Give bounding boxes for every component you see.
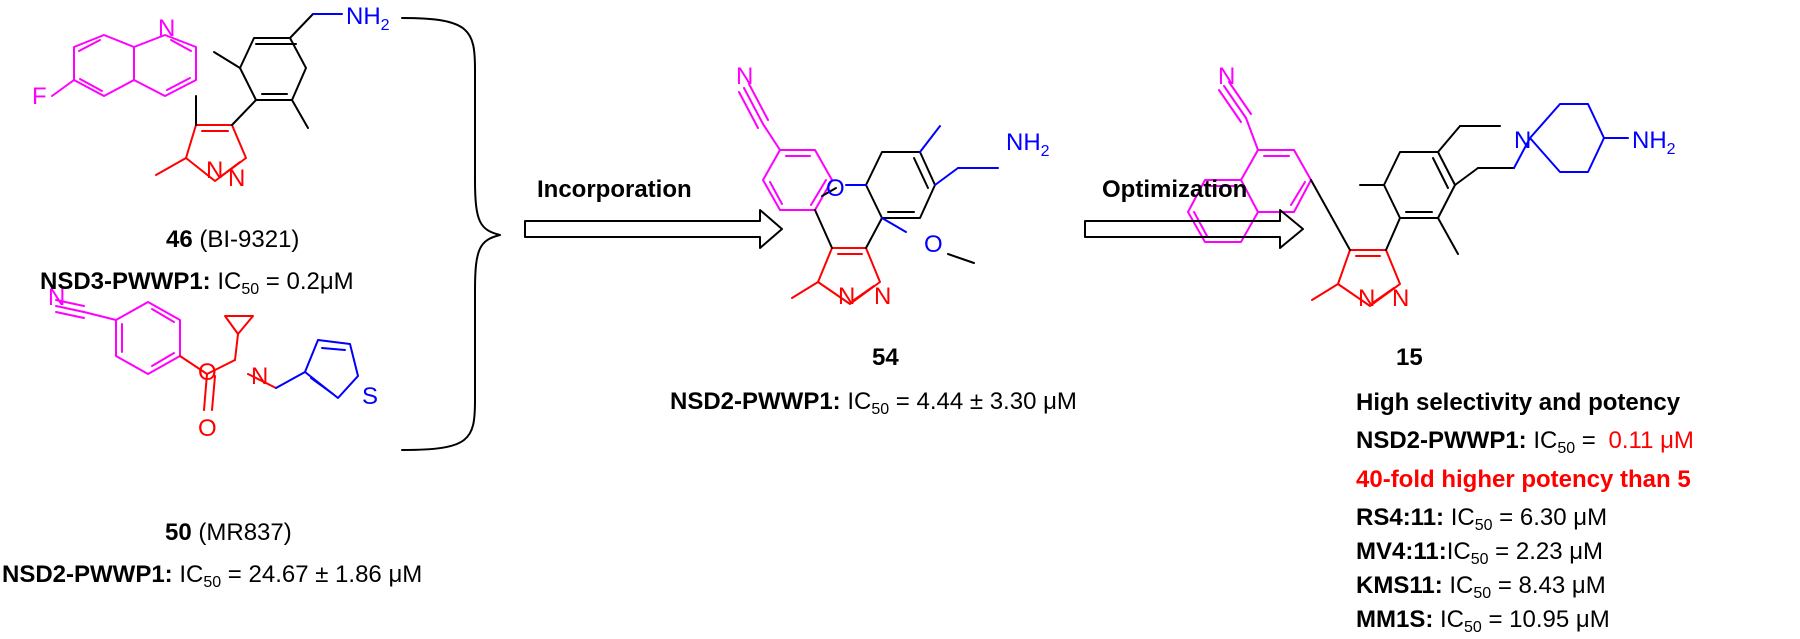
atom-label: S <box>362 383 378 410</box>
compound-54-assay: NSD2-PWWP1: IC50 = 4.44 ± 3.30 μM <box>670 388 1077 418</box>
assay-value: 0.11 μM <box>1608 427 1694 454</box>
cell-line-row: MM1S: IC50 = 10.95 μM <box>1356 606 1610 636</box>
potency-highlight: 40-fold higher potency than 5 <box>1356 466 1691 493</box>
atom-label: N <box>48 284 65 311</box>
ic-subscript: 50 <box>1557 440 1576 457</box>
cell-line-name: MM1S: <box>1356 606 1434 633</box>
atom-label: N <box>874 283 891 310</box>
atom-label: O <box>198 415 217 442</box>
atom-label: NH2 <box>1006 129 1050 160</box>
cell-line-value: = 2.23 μM <box>1488 538 1604 565</box>
compound-alias: (MR837) <box>198 519 292 546</box>
ic-subscript: 50 <box>871 401 890 418</box>
compound-54-caption: 54 <box>872 346 899 370</box>
ic-label: IC <box>1440 606 1465 633</box>
atom-label: N <box>158 15 175 42</box>
assay-equals: = <box>1575 427 1603 454</box>
atom-label: O <box>924 231 943 258</box>
cell-line-value: = 10.95 μM <box>1481 606 1610 633</box>
atom-label: N <box>1514 127 1531 154</box>
ic-subscript: 50 <box>203 574 222 591</box>
compound-46-caption: 46 (BI-9321) <box>166 228 299 252</box>
ic-subscript: 50 <box>1470 551 1489 568</box>
compound-number: 15 <box>1396 344 1423 371</box>
grouping-brace <box>401 17 501 451</box>
ic-label: IC <box>217 268 242 295</box>
compound-15-structure <box>1187 81 1629 307</box>
compound-54-structure <box>738 83 999 305</box>
cell-line-value: = 8.43 μM <box>1491 572 1606 599</box>
atom-label: N <box>1358 285 1375 312</box>
ic-label: IC <box>1533 427 1558 454</box>
cell-line-row: KMS11: IC50 = 8.43 μM <box>1356 572 1606 602</box>
ic-subscript: 50 <box>1473 585 1492 602</box>
assay-target: NSD2-PWWP1: <box>2 561 173 588</box>
arrow-optimization <box>1084 209 1304 249</box>
compound-15-headline: High selectivity and potency <box>1356 389 1681 416</box>
compound-46-assay: NSD3-PWWP1: IC50 = 0.2μM <box>40 268 354 298</box>
ic-label: IC <box>1446 538 1471 565</box>
ic-label: IC <box>1450 504 1475 531</box>
atom-label: NH2 <box>346 3 390 34</box>
ic-label: IC <box>179 561 204 588</box>
ic-subscript: 50 <box>241 281 260 298</box>
ic-subscript: 50 <box>1464 619 1482 636</box>
compound-50-caption: 50 (MR837) <box>165 521 292 545</box>
atom-label: N <box>251 363 268 390</box>
ic-label: IC <box>1449 572 1474 599</box>
compound-number: 50 <box>165 519 192 546</box>
atom-label: NH2 <box>1632 127 1676 158</box>
compound-50-structure <box>55 299 359 411</box>
atom-label: N <box>1392 285 1409 312</box>
atom-label: N <box>206 157 223 184</box>
cell-line-value: = 6.30 μM <box>1492 504 1608 531</box>
assay-value: = 0.2μM <box>259 268 354 295</box>
arrow-label-optimization: Optimization <box>1102 176 1248 203</box>
assay-target: NSD2-PWWP1: <box>1356 427 1527 454</box>
cell-line-row: RS4:11: IC50 = 6.30 μM <box>1356 504 1608 534</box>
assay-value: = 24.67 ± 1.86 μM <box>221 561 423 588</box>
compound-number: 46 <box>166 226 193 253</box>
compound-15-assay: NSD2-PWWP1: IC50 = 0.11 μM <box>1356 427 1694 457</box>
atom-label: N <box>838 283 855 310</box>
cell-line-name: KMS11: <box>1356 572 1443 599</box>
cell-line-name: MV4:11: <box>1356 538 1447 565</box>
ic-label: IC <box>847 388 872 415</box>
arrow-incorporation <box>524 209 783 249</box>
cell-line-name: RS4:11: <box>1356 504 1445 531</box>
compound-number: 54 <box>872 344 899 371</box>
assay-value: = 4.44 ± 3.30 μM <box>889 388 1077 415</box>
arrow-label-incorporation: Incorporation <box>537 176 692 203</box>
compound-50-assay: NSD2-PWWP1: IC50 = 24.67 ± 1.86 μM <box>2 561 423 591</box>
atom-label: O <box>198 359 217 386</box>
atom-label: O <box>826 175 845 202</box>
atom-label: N <box>228 165 245 192</box>
atom-label: F <box>32 83 47 110</box>
atom-label: N <box>1218 63 1235 90</box>
assay-target: NSD2-PWWP1: <box>670 388 841 415</box>
cell-line-row: MV4:11:IC50 = 2.23 μM <box>1356 538 1604 568</box>
compound-alias: (BI-9321) <box>199 226 300 253</box>
compound-46-structure <box>51 13 343 182</box>
ic-subscript: 50 <box>1474 517 1493 534</box>
assay-target: NSD3-PWWP1: <box>40 268 211 295</box>
atom-label: N <box>736 63 753 90</box>
compound-15-caption: 15 <box>1396 346 1423 370</box>
